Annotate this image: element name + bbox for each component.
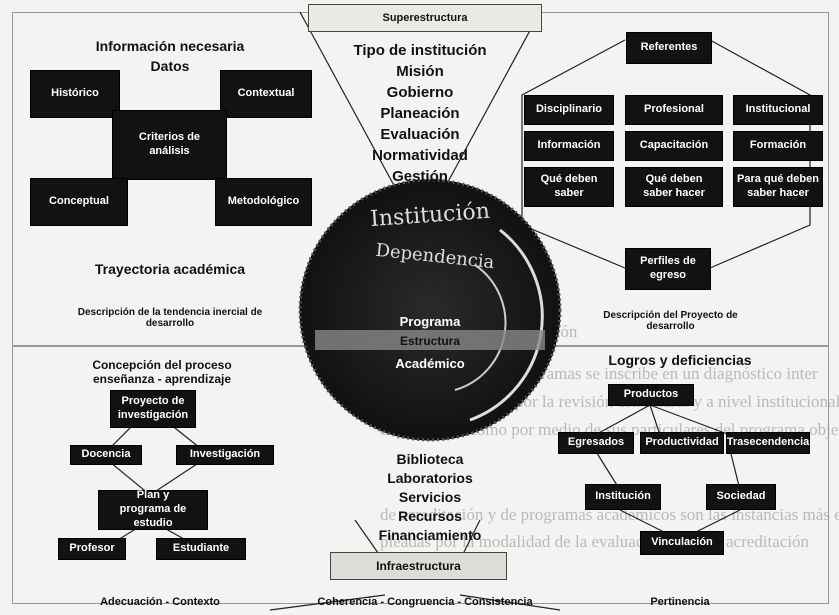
financiamiento: Financiamiento <box>378 527 482 543</box>
tipo-institucion: Tipo de institución <box>353 42 487 59</box>
profesor-box: Profesor <box>58 538 126 560</box>
superestructura-label: Superestructura <box>382 12 468 24</box>
superestructura-box: Superestructura <box>308 4 542 32</box>
que-deben-saber-hacer-box: Qué deben saber hacer <box>625 167 723 207</box>
servicios: Servicios <box>398 489 462 505</box>
gestion: Gestión <box>392 168 448 185</box>
formacion-box: Formación <box>733 131 823 161</box>
metodologico-box: Metodológico <box>215 178 312 226</box>
coherencia-congruencia: Coherencia - Congruencia - Consistencia <box>317 596 533 608</box>
profesional-box: Profesional <box>625 95 723 125</box>
sociedad-box: Sociedad <box>706 484 776 510</box>
vinculacion-box: Vinculación <box>640 531 724 555</box>
plan-programa-box: Plan y programa de estudio <box>98 489 208 530</box>
informacion-box: Información <box>524 131 614 161</box>
productos-box: Productos <box>608 384 694 406</box>
referentes-box: Referentes <box>626 32 712 64</box>
infraestructura-label: Infraestructura <box>376 559 461 573</box>
top-center-list: Tipo de institución Misión Gobierno Plan… <box>300 40 540 187</box>
infraestructura-box: Infraestructura <box>330 552 507 580</box>
disciplinario-box: Disciplinario <box>524 95 614 125</box>
perfiles-egreso-box: Perfiles de egreso <box>625 248 711 290</box>
logros-deficiencias: Logros y deficiencias <box>608 352 752 368</box>
programa-label: Programa <box>399 314 461 329</box>
academico-label: Académico <box>395 356 465 371</box>
pertinencia: Pertinencia <box>650 596 710 608</box>
conceptual-box: Conceptual <box>30 178 128 226</box>
mision: Misión <box>396 63 444 80</box>
descripcion-tendencia: Descripción de la tendencia inercial de … <box>77 307 263 329</box>
estudiante-box: Estudiante <box>156 538 246 560</box>
institucion-box: Institución <box>585 484 661 510</box>
planeacion: Planeación <box>380 105 460 122</box>
estructura-label: Estructura <box>399 334 461 348</box>
que-deben-saber-box: Qué deben saber <box>524 167 614 207</box>
trayectoria-academica: Trayectoria académica <box>94 261 246 277</box>
gobierno: Gobierno <box>386 84 454 101</box>
para-que-deben-box: Para qué deben saber hacer <box>733 167 823 207</box>
concepcion-proceso: Concepción del proceso enseñanza - apren… <box>92 358 232 386</box>
contextual-box: Contextual <box>220 70 312 118</box>
recursos: Recursos <box>398 508 462 524</box>
descripcion-proyecto: Descripción del Proyecto de desarrollo <box>603 310 738 332</box>
docencia-box: Docencia <box>70 445 142 465</box>
capacitacion-box: Capacitación <box>625 131 723 161</box>
productividad-box: Productividad <box>640 432 724 454</box>
egresados-box: Egresados <box>558 432 634 454</box>
criterios-box: Criterios de análisis <box>112 110 227 180</box>
trascendencia-box: Trasecendencia <box>726 432 810 454</box>
laboratorios: Laboratorios <box>387 470 473 486</box>
bottom-center-list: Biblioteca Laboratorios Servicios Recurs… <box>320 450 540 545</box>
institucional-box: Institucional <box>733 95 823 125</box>
informacion-necesaria: Información necesaria <box>95 38 245 54</box>
datos-title: Datos <box>150 58 190 74</box>
evaluacion: Evaluación <box>380 126 460 143</box>
proyecto-investigacion-box: Proyecto de investigación <box>110 390 196 428</box>
investigacion-box: Investigación <box>176 445 274 465</box>
biblioteca: Biblioteca <box>396 451 464 467</box>
normatividad: Normatividad <box>372 147 468 164</box>
historico-box: Histórico <box>30 70 120 118</box>
adecuacion-contexto: Adecuación - Contexto <box>100 596 220 608</box>
